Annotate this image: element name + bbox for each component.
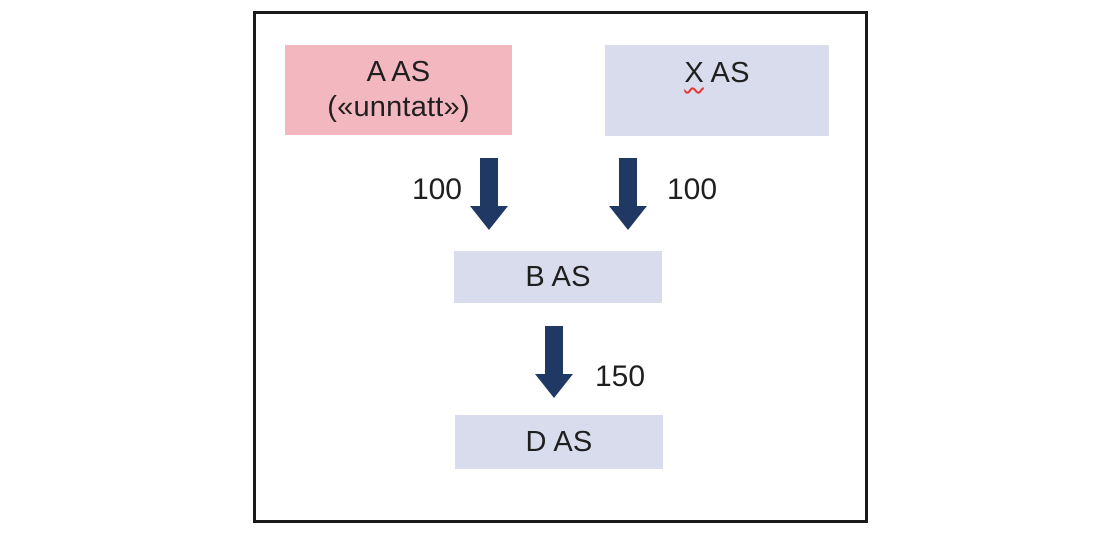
arrow-shaft — [480, 158, 498, 208]
node-company-b: B AS — [454, 251, 662, 303]
edge-value-x-to-b: 100 — [667, 173, 718, 206]
arrow-shaft — [545, 326, 563, 376]
arrow-head — [535, 374, 573, 398]
spellcheck-underlined-text: X — [684, 57, 704, 89]
diagram-frame: A AS («unntatt») X AS 100 100 B AS — [253, 11, 868, 523]
node-company-d: D AS — [455, 415, 663, 469]
node-company-x-label-rest: AS — [703, 57, 750, 89]
down-arrow-icon-b-to-d — [535, 326, 573, 398]
down-arrow-icon-x-to-b — [609, 158, 647, 230]
node-company-d-label: D AS — [525, 425, 593, 458]
node-company-a: A AS («unntatt») — [285, 45, 512, 135]
arrow-head — [470, 206, 508, 230]
down-arrow-icon-a-to-b — [470, 158, 508, 230]
arrow-head — [609, 206, 647, 230]
node-company-a-label-line1: A AS — [366, 56, 431, 88]
node-company-b-label: B AS — [525, 260, 591, 293]
node-company-x-label: X AS — [684, 56, 749, 91]
edge-value-b-to-d: 150 — [595, 360, 646, 393]
arrow-shaft — [619, 158, 637, 208]
node-company-a-label-line2: («unntatt») — [327, 91, 470, 123]
node-company-x: X AS — [605, 45, 829, 136]
edge-value-a-to-b: 100 — [411, 173, 462, 206]
